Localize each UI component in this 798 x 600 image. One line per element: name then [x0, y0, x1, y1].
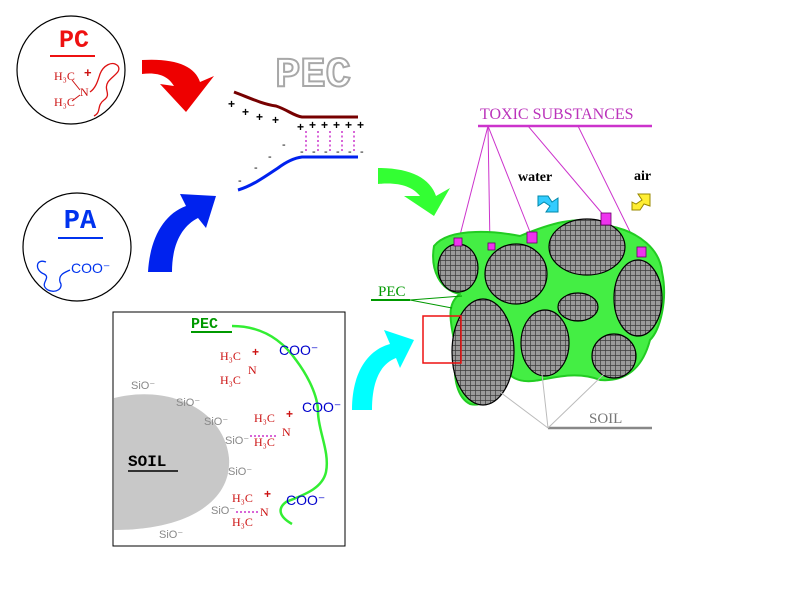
plus-charge: + [242, 105, 249, 119]
pec-complex-group: PEC ++++++++++ ---------- [228, 50, 364, 192]
ionic-bonds [305, 131, 355, 153]
zoom-box [422, 315, 462, 364]
h3c-label: H₃C [254, 435, 275, 449]
h3c-label: H₃C [220, 373, 241, 387]
sio-label: SiO⁻ [211, 505, 235, 517]
pa-coo: COO⁻ [71, 260, 110, 276]
h3c-label: H₃C [254, 411, 275, 425]
soil-particle [114, 394, 230, 530]
plus-charge: + [256, 110, 263, 124]
plus-label: + [286, 407, 293, 421]
plus-charge: + [321, 118, 328, 132]
coo-label: COO⁻ [279, 342, 318, 358]
h3c-label: H₃C [232, 491, 253, 505]
pc-circle [16, 15, 126, 125]
h3c-label: H₃C [220, 349, 241, 363]
sio-label: SiO⁻ [176, 397, 200, 409]
toxic-substances-label: TOXIC SUBSTANCES [480, 106, 634, 123]
pa-chain-strand [237, 155, 358, 192]
plus-charge: + [272, 113, 279, 127]
n-label: N [260, 505, 269, 519]
toxic-pointer-lines [457, 125, 641, 253]
blue-arrow [148, 194, 216, 272]
pec-adsorbed-chain [231, 324, 329, 526]
plus-charge: + [309, 118, 316, 132]
aggregate-soil-label: SOIL [589, 411, 622, 427]
pa-polymer-chain [36, 260, 71, 292]
plus-charge: + [228, 97, 235, 111]
pec-title: PEC [275, 51, 351, 99]
minus-charge: - [336, 146, 340, 158]
pa-title: PA [64, 207, 97, 237]
pc-circle-group: PC H₃C + N H₃C [16, 15, 126, 125]
minus-charge: - [360, 146, 364, 158]
minus-charge: - [300, 146, 304, 158]
minus-charge: - [312, 146, 316, 158]
water-label: water [518, 170, 552, 185]
minus-charge: - [282, 139, 286, 151]
n-label: N [282, 425, 291, 439]
plus-charge: + [345, 118, 352, 132]
minus-charge: - [238, 175, 242, 187]
plus-label: + [264, 487, 271, 501]
plus-charge: + [333, 118, 340, 132]
red-arrow [142, 59, 214, 112]
minus-charge: - [324, 146, 328, 158]
sio-label: SiO⁻ [159, 529, 183, 541]
sio-label: SiO⁻ [204, 416, 228, 428]
air-label: air [634, 169, 651, 184]
pa-circle [22, 192, 132, 302]
cyan-arrow [352, 330, 414, 410]
air-arrow-icon [631, 193, 651, 211]
pa-circle-group: PA COO⁻ [22, 192, 132, 302]
n-label: N [248, 363, 257, 377]
soil-ionic-bonds [236, 435, 278, 513]
pec-pointer-lines [409, 295, 463, 309]
toxic-dots [453, 212, 647, 258]
green-arrow [378, 168, 450, 216]
h3c-label: H₃C [232, 515, 253, 529]
minus-charge: - [268, 151, 272, 163]
aggregate-pec-label: PEC [378, 284, 406, 300]
pc-chain-strand [233, 90, 358, 119]
pc-h3c-bottom: H₃C [54, 95, 75, 109]
sio-label: SiO⁻ [225, 435, 249, 447]
coo-label: COO⁻ [286, 492, 325, 508]
soil-panel-soil-label: SOIL [128, 453, 166, 471]
soil-panel: SOIL PEC SiO⁻ SiO⁻ SiO⁻ SiO⁻ SiO⁻ SiO⁻ SiO⁻ CO… [112, 311, 346, 547]
pc-polymer-chain [89, 62, 120, 117]
pc-h3c-top: H₃C [54, 69, 75, 83]
coo-label: COO⁻ [302, 399, 341, 415]
pc-n: N [80, 85, 89, 99]
pc-title: PC [59, 26, 89, 55]
water-arrow-icon [537, 195, 559, 213]
sio-label: SiO⁻ [228, 466, 252, 478]
plus-label: + [252, 345, 259, 359]
minus-charge: - [254, 162, 258, 174]
soil-pointer-lines [499, 373, 605, 429]
sio-label: SiO⁻ [131, 380, 155, 392]
pc-bond-lines [71, 79, 81, 102]
soil-panel-pec-label: PEC [191, 316, 218, 333]
aggregate-panel: TOXIC SUBSTANCES water air [371, 106, 666, 430]
soil-grains [437, 218, 663, 406]
pc-plus: + [84, 65, 92, 80]
plus-charge: + [357, 118, 364, 132]
minus-charge: - [348, 146, 352, 158]
plus-charge: + [297, 120, 304, 134]
